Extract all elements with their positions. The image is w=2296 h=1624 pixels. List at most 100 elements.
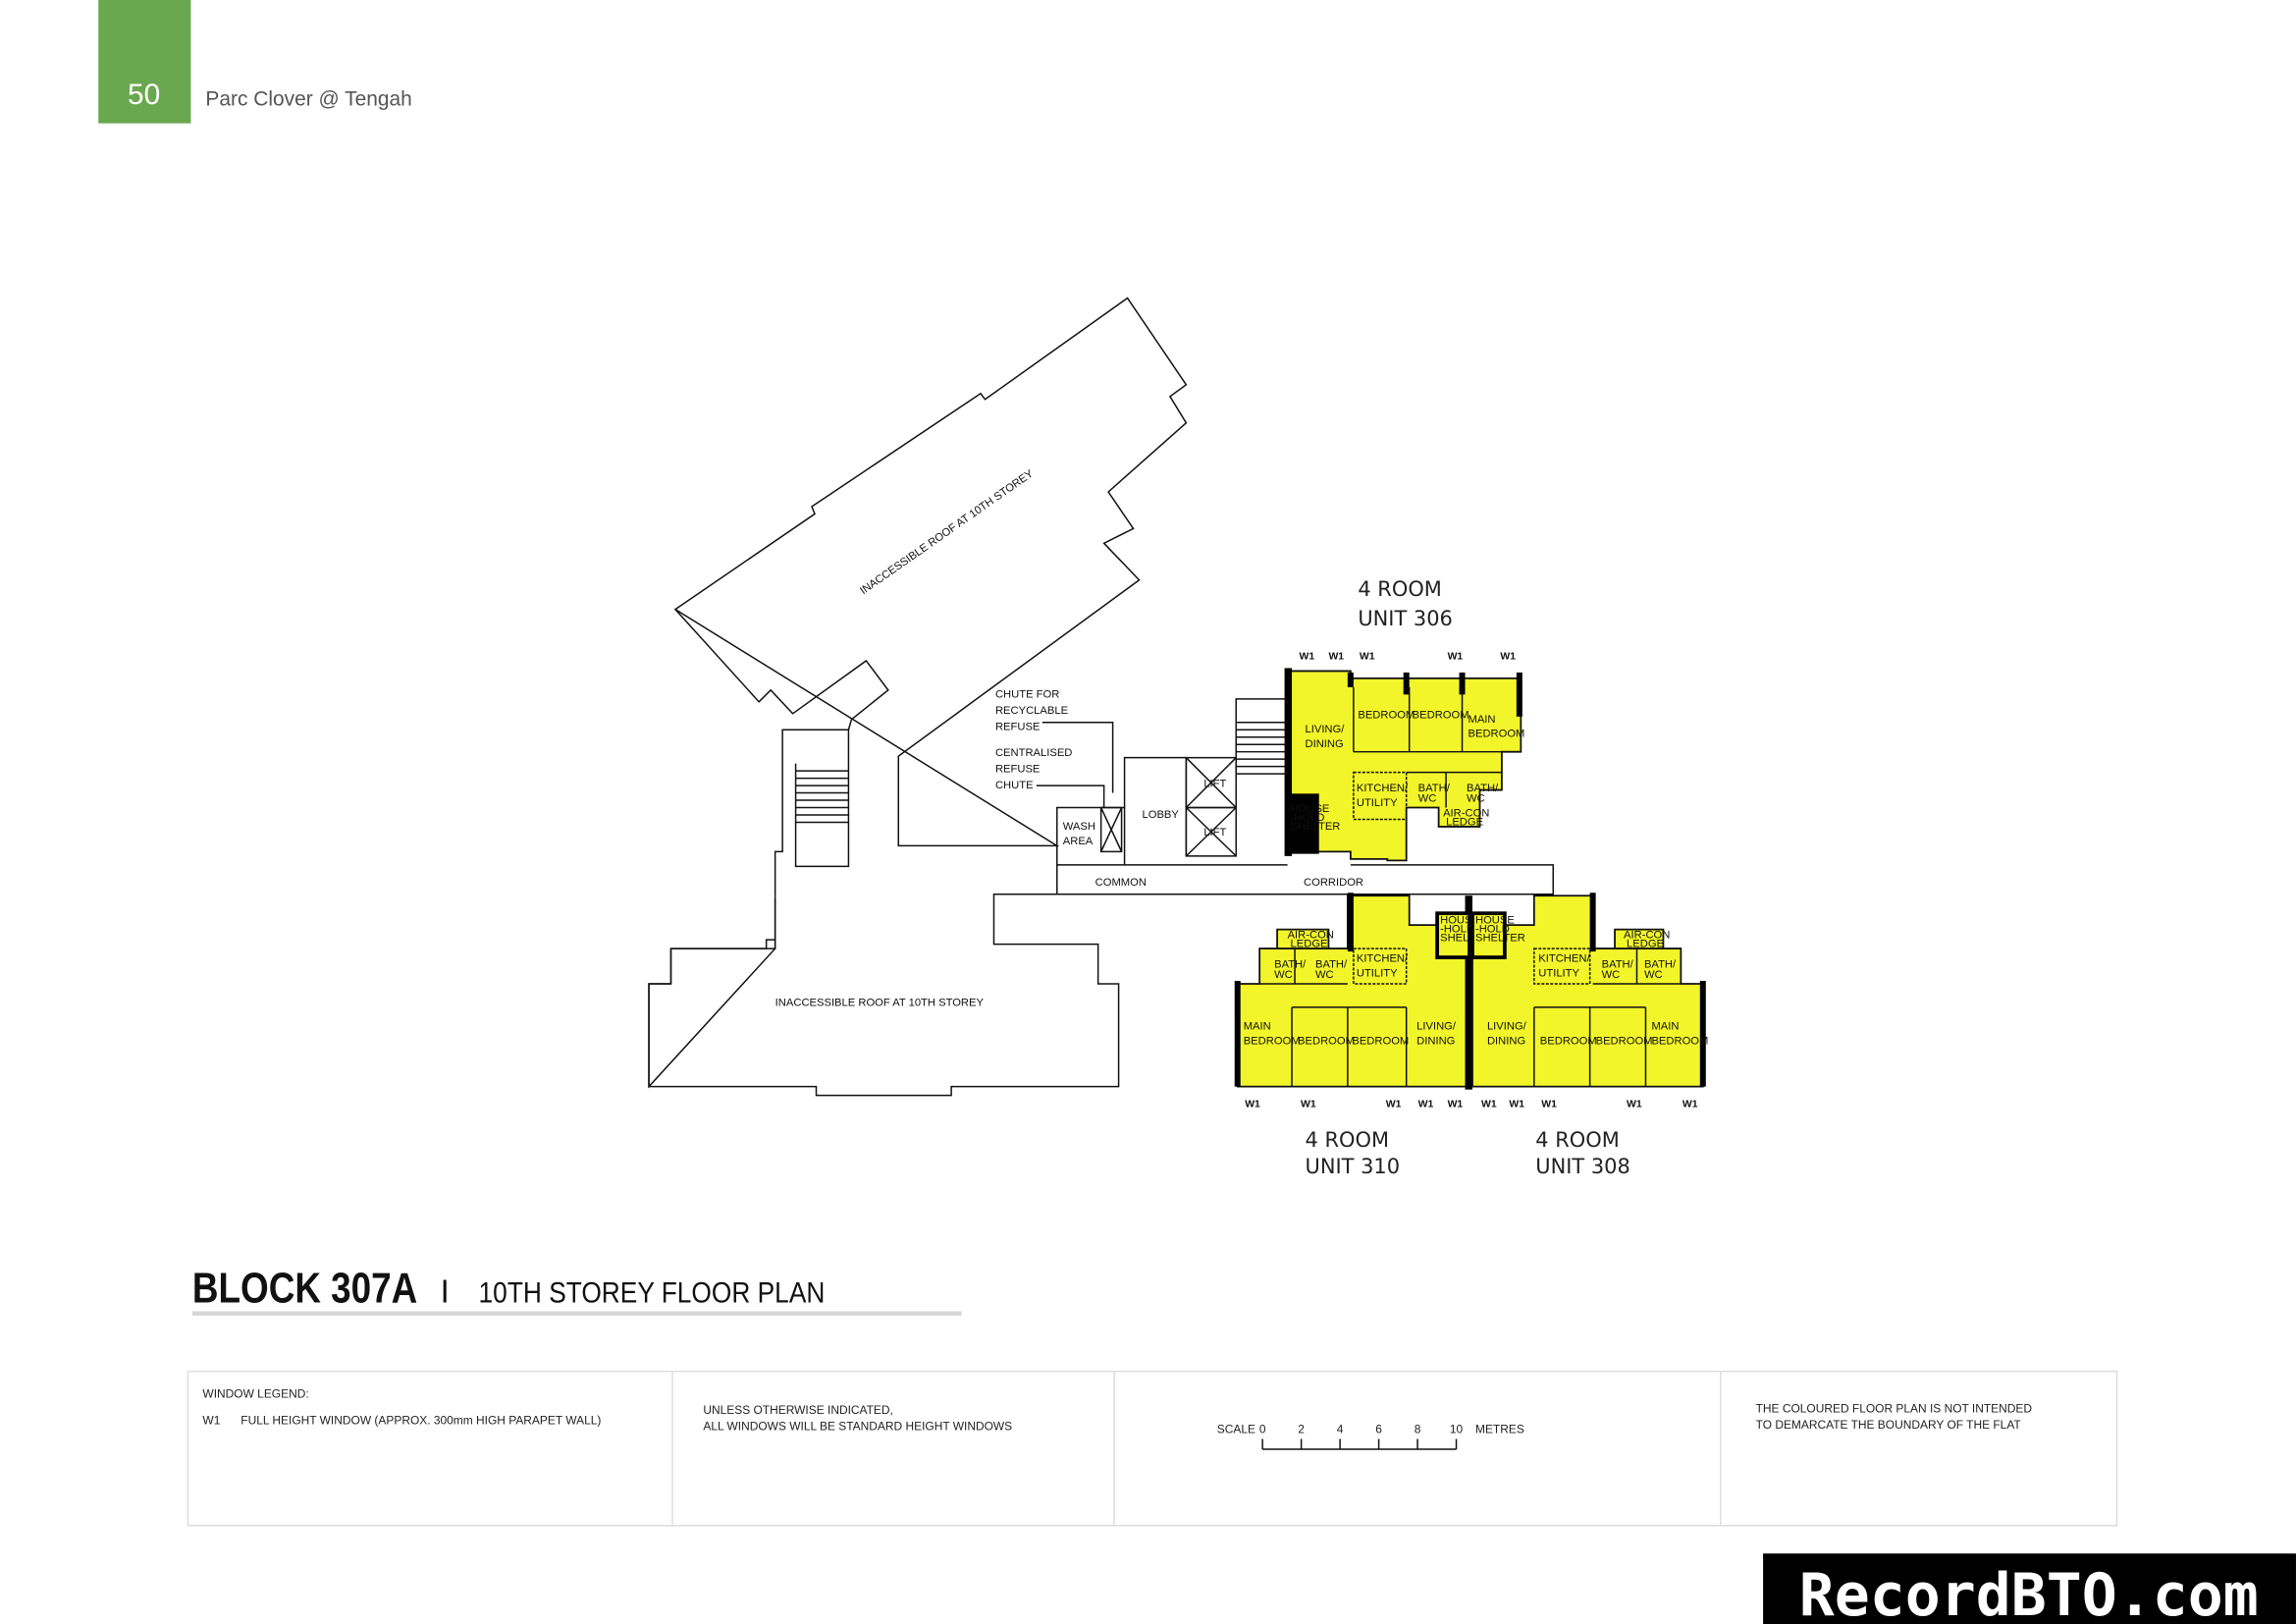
room-label: BATH/ — [1602, 959, 1634, 971]
room-label: BATH/ — [1467, 783, 1499, 794]
title-separator: I — [441, 1272, 450, 1309]
window-tag: W1 — [1360, 651, 1375, 662]
room-label: -HOLD — [1440, 924, 1474, 936]
scale-label: SCALE — [1217, 1423, 1255, 1436]
page-number-tab — [98, 0, 191, 124]
room-label: LEDGE — [1446, 816, 1483, 828]
window-tag: W1 — [1418, 1100, 1434, 1110]
lobby-label: LOBBY — [1143, 809, 1180, 821]
room-label: BATH/ — [1644, 959, 1677, 971]
legend-heading: WINDOW LEGEND: — [202, 1387, 308, 1401]
window-tag: W1 — [1301, 1100, 1316, 1110]
title-underline — [191, 1311, 962, 1316]
unit-306: LIVING/DINING BEDROOM BEDROOM MAINBEDROO… — [1284, 668, 1525, 862]
common-core: CHUTE FOR RECYCLABLE REFUSE CENTRALISED … — [995, 688, 1554, 895]
scale-tick-label: 10 — [1450, 1423, 1464, 1436]
legend-code: W1 — [202, 1414, 220, 1428]
room-label: LIVING/ — [1487, 1020, 1527, 1032]
disclaimer: THE COLOURED FLOOR PLAN IS NOT INTENDED — [1756, 1402, 2033, 1416]
room-label: KITCHEN/ — [1357, 953, 1409, 965]
window-note: ALL WINDOWS WILL BE STANDARD HEIGHT WIND… — [703, 1420, 1012, 1434]
room-label: HOUSE — [1475, 915, 1515, 927]
room-label: BEDROOM — [1352, 1035, 1409, 1047]
scale-tick-label: 8 — [1415, 1423, 1421, 1436]
window-tag: W1 — [1509, 1100, 1524, 1110]
room-label: DINING — [1306, 738, 1344, 750]
room-label: KITCHEN/ — [1357, 783, 1409, 794]
room-label: UTILITY — [1538, 967, 1579, 979]
room-label: BEDROOM — [1413, 709, 1469, 721]
room-label: LIVING/ — [1416, 1020, 1457, 1032]
window-tag: W1 — [1448, 651, 1464, 662]
room-label: LIVING/ — [1306, 724, 1346, 735]
room-label: SHELTER — [1475, 933, 1525, 945]
scale-unit: METRES — [1475, 1423, 1524, 1436]
room-label: AIR-CON — [1443, 807, 1489, 819]
lift-label: LIFT — [1203, 827, 1226, 839]
window-tag: W1 — [1682, 1100, 1698, 1110]
room-label: KITCHEN/ — [1538, 953, 1590, 965]
room-label: BATH/ — [1274, 959, 1307, 971]
room-label: WC — [1274, 969, 1293, 981]
room-label: BATH/ — [1418, 783, 1451, 794]
window-tag: W1 — [1541, 1100, 1557, 1110]
block-title: BLOCK 307A — [192, 1265, 417, 1312]
window-tag: W1 — [1300, 651, 1315, 662]
room-label: LEDGE — [1627, 939, 1664, 950]
room-label: WC — [1315, 969, 1334, 981]
room-label: BEDROOM — [1298, 1035, 1355, 1047]
room-label: WC — [1644, 969, 1663, 981]
window-tag: W1 — [1245, 1100, 1260, 1110]
wash-area-label: AREA — [1063, 836, 1094, 847]
room-label: SHELTER — [1291, 821, 1341, 833]
room-label: WC — [1602, 969, 1621, 981]
corridor-label: CORRIDOR — [1304, 877, 1363, 889]
room-label: HOUSE — [1440, 915, 1479, 927]
room-label: MAIN — [1468, 714, 1496, 726]
chute-recyclable-label: REFUSE — [995, 721, 1040, 732]
scale-tick-label: 4 — [1337, 1423, 1344, 1436]
room-label: -HOLD — [1475, 924, 1510, 936]
room-label: MAIN — [1244, 1020, 1271, 1032]
window-note: UNLESS OTHERWISE INDICATED, — [703, 1403, 893, 1417]
chute-centralised-label: CHUTE — [995, 780, 1034, 791]
room-label: LEDGE — [1291, 939, 1328, 950]
room-label: AIR-CON — [1288, 930, 1334, 942]
chute-centralised-label: CENTRALISED — [995, 747, 1072, 759]
room-label: -HOLD — [1291, 812, 1325, 824]
room-label: UTILITY — [1357, 967, 1398, 979]
room-label: BEDROOM — [1468, 729, 1525, 740]
scale-tick-label: 6 — [1375, 1423, 1382, 1436]
room-label: DINING — [1487, 1035, 1525, 1047]
lift-label: LIFT — [1203, 779, 1226, 790]
room-label: AIR-CON — [1624, 930, 1670, 942]
stair-left — [774, 729, 850, 896]
window-tag: W1 — [1386, 1100, 1402, 1110]
window-tag: W1 — [1627, 1100, 1642, 1110]
unit-310-type: 4 ROOM — [1306, 1128, 1390, 1152]
lower-roof: INACCESSIBLE ROOF AT 10TH STOREY — [648, 893, 1120, 1097]
watermark: RecordBTO.com — [1799, 1561, 2259, 1624]
roof-upper-label: INACCESSIBLE ROOF AT 10TH STOREY — [858, 467, 1036, 597]
chute-recyclable-label: RECYCLABLE — [995, 705, 1068, 717]
unit-306-number: UNIT 306 — [1358, 607, 1453, 630]
window-tag: W1 — [1500, 651, 1516, 662]
page-number: 50 — [128, 79, 160, 111]
scale-tick-label: 2 — [1298, 1423, 1305, 1436]
common-label: COMMON — [1095, 877, 1147, 889]
unit-308-number: UNIT 308 — [1535, 1155, 1630, 1178]
floor-plan-subtitle: 10TH STOREY FLOOR PLAN — [479, 1275, 826, 1309]
legend-description: FULL HEIGHT WINDOW (APPROX. 300mm HIGH P… — [240, 1414, 601, 1428]
room-label: BATH/ — [1315, 959, 1348, 971]
disclaimer: TO DEMARCATE THE BOUNDARY OF THE FLAT — [1756, 1418, 2022, 1432]
unit-308-type: 4 ROOM — [1535, 1128, 1620, 1152]
watermark-box — [1763, 1553, 2296, 1624]
upper-roof: INACCESSIBLE ROOF AT 10TH STOREY — [673, 297, 1188, 847]
room-label: DINING — [1416, 1035, 1455, 1047]
wash-area-label: WASH — [1063, 821, 1095, 833]
unit-310-number: UNIT 310 — [1306, 1155, 1401, 1178]
